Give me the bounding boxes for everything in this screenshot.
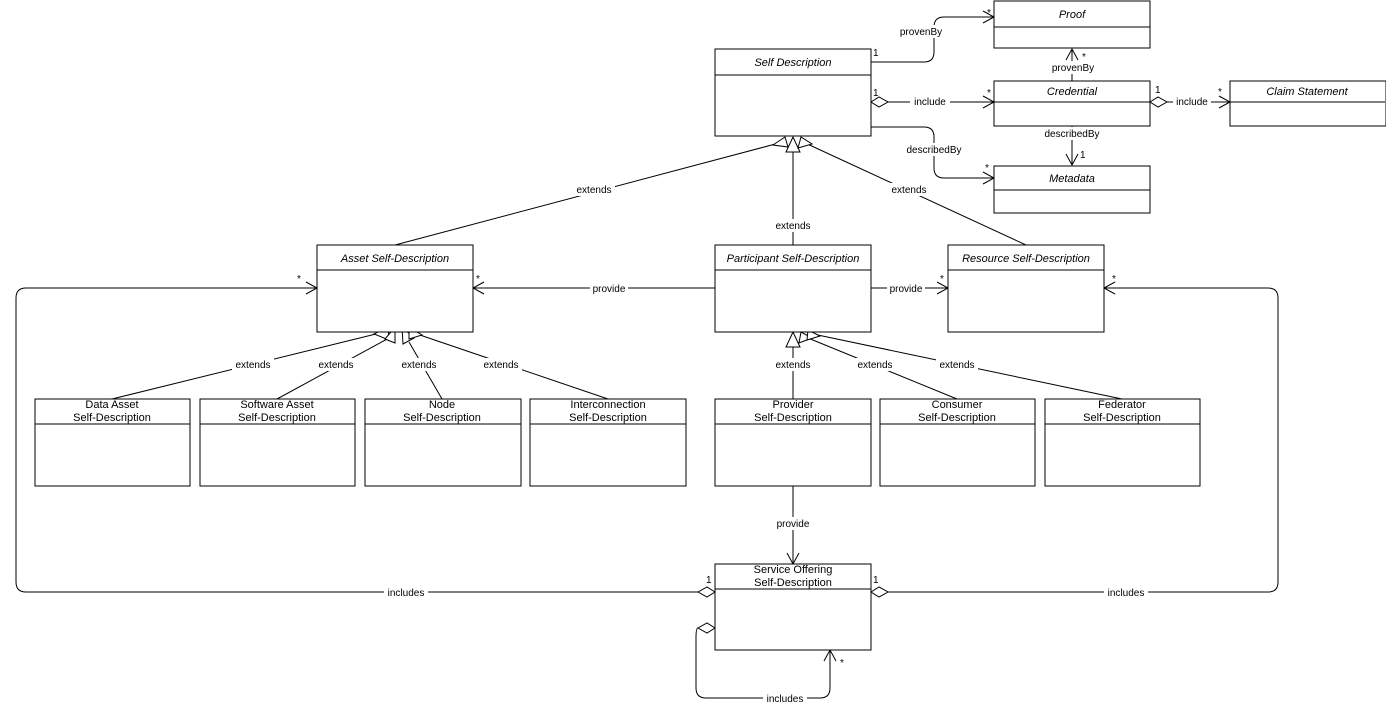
- class-metadata: Metadata: [993, 165, 1151, 214]
- aggregation-diamond-sd-credential: [870, 96, 890, 108]
- label-provide-resource: provide: [890, 284, 923, 295]
- label-extends-interconnection: extends: [483, 360, 518, 371]
- label-include-1: include: [914, 97, 946, 108]
- label-proven-by-2: provenBy: [1052, 63, 1094, 74]
- label-extends-data-asset: extends: [235, 360, 270, 371]
- label-proven-by-1: provenBy: [900, 27, 942, 38]
- aggregation-diamond-service-self: [696, 622, 716, 634]
- label-extends-federator: extends: [939, 360, 974, 371]
- class-asset-self-description: Asset Self-Description: [316, 244, 474, 333]
- label-described-by-1: describedBy: [1044, 129, 1099, 140]
- class-title-node-line2: Self-Description: [403, 412, 481, 424]
- class-resource-self-description: Resource Self-Description: [947, 244, 1105, 333]
- label-provide-service: provide: [777, 519, 810, 530]
- class-title-proof: Proof: [1059, 9, 1086, 21]
- class-consumer-self-description: Consumer Self-Description: [879, 398, 1036, 487]
- class-federator-self-description: Federator Self-Description: [1044, 398, 1201, 487]
- generalization-triangle-sd-right: [797, 136, 814, 149]
- class-title-self-description: Self Description: [754, 57, 831, 69]
- class-title-federator-line1: Federator: [1098, 399, 1146, 411]
- label-extends-participant-sd: extends: [775, 221, 810, 232]
- class-title-interconnection-line2: Self-Description: [569, 412, 647, 424]
- class-title-resource-self-description: Resource Self-Description: [962, 253, 1090, 265]
- class-title-software-asset-line2: Self-Description: [238, 412, 316, 424]
- class-title-software-asset-line1: Software Asset: [240, 399, 313, 411]
- class-title-metadata: Metadata: [1049, 173, 1095, 185]
- label-extends-software-asset: extends: [318, 360, 353, 371]
- class-title-asset-self-description: Asset Self-Description: [340, 253, 449, 265]
- mult-resource-right: *: [1112, 274, 1116, 285]
- class-credential: Credential: [993, 80, 1151, 127]
- mult-service-self-target: *: [840, 658, 844, 669]
- mult-sd-credential-target: *: [987, 88, 991, 99]
- class-title-participant-self-description: Participant Self-Description: [727, 253, 860, 265]
- class-title-consumer-line2: Self-Description: [918, 412, 996, 424]
- aggregation-diamond-credential-claim: [1149, 96, 1169, 108]
- mult-service-left: 1: [706, 575, 712, 586]
- class-node-self-description: Node Self-Description: [364, 398, 522, 487]
- class-title-consumer-line1: Consumer: [932, 399, 983, 411]
- class-title-provider-line1: Provider: [773, 399, 814, 411]
- generalization-triangle-sd-left: [771, 136, 789, 148]
- label-includes-resource: includes: [1108, 588, 1145, 599]
- mult-sd-proof-source: 1: [873, 48, 879, 59]
- class-title-data-asset-line1: Data Asset: [85, 399, 138, 411]
- mult-resource-left: *: [940, 274, 944, 285]
- mult-service-right: 1: [873, 575, 879, 586]
- mult-sd-proof-target: *: [987, 8, 991, 19]
- class-title-claim-statement: Claim Statement: [1266, 86, 1348, 98]
- class-title-provider-line2: Self-Description: [754, 412, 832, 424]
- label-includes-self: includes: [767, 694, 804, 705]
- class-title-service-offering-line2: Self-Description: [754, 577, 832, 589]
- mult-sd-metadata-target: *: [985, 163, 989, 174]
- aggregation-diamond-service-asset: [696, 586, 716, 598]
- label-provide-asset: provide: [593, 284, 626, 295]
- mult-credential-proof-target: *: [1082, 52, 1086, 63]
- class-data-asset-self-description: Data Asset Self-Description: [34, 398, 191, 487]
- class-title-data-asset-line2: Self-Description: [73, 412, 151, 424]
- label-extends-consumer: extends: [857, 360, 892, 371]
- mult-credential-metadata-target: 1: [1080, 150, 1086, 161]
- aggregation-diamond-service-resource: [870, 586, 890, 598]
- class-service-offering-self-description: Service Offering Self-Description: [714, 563, 872, 651]
- label-includes-asset: includes: [388, 588, 425, 599]
- edge-service-resource-includes: [888, 287, 1279, 593]
- mult-asset-left: *: [297, 274, 301, 285]
- class-claim-statement: Claim Statement: [1229, 80, 1386, 127]
- class-title-service-offering-line1: Service Offering: [754, 564, 833, 576]
- class-participant-self-description: Participant Self-Description: [714, 244, 872, 333]
- label-extends-asset-sd: extends: [576, 185, 611, 196]
- class-provider-self-description: Provider Self-Description: [714, 398, 872, 487]
- generalization-triangle-participant-2: [798, 331, 814, 344]
- arrowhead-proof-2: [1065, 47, 1079, 61]
- class-software-asset-self-description: Software Asset Self-Description: [199, 398, 356, 487]
- class-title-federator-line2: Self-Description: [1083, 412, 1161, 424]
- mult-credential-claim-target: *: [1218, 87, 1222, 98]
- mult-credential-claim-source: 1: [1155, 85, 1161, 96]
- mult-asset-right: *: [476, 274, 480, 285]
- class-interconnection-self-description: Interconnection Self-Description: [529, 398, 687, 487]
- mult-sd-credential-source: 1: [873, 88, 879, 99]
- class-title-credential: Credential: [1047, 86, 1098, 98]
- edge-self-description-proof: [871, 16, 994, 63]
- class-title-node-line1: Node: [429, 399, 455, 411]
- edge-service-asset-includes: [15, 287, 698, 593]
- label-include-2: include: [1176, 97, 1208, 108]
- label-extends-node: extends: [401, 360, 436, 371]
- class-self-description: Self Description: [714, 48, 872, 137]
- arrowhead-metadata: [1065, 153, 1079, 167]
- class-title-interconnection-line1: Interconnection: [570, 399, 645, 411]
- label-extends-resource-sd: extends: [891, 185, 926, 196]
- generalization-triangle-participant-1: [785, 330, 801, 348]
- label-described-by-2: describedBy: [906, 145, 961, 156]
- label-extends-provider: extends: [775, 360, 810, 371]
- class-proof: Proof: [993, 0, 1151, 49]
- generalization-triangle-sd-center: [785, 135, 801, 153]
